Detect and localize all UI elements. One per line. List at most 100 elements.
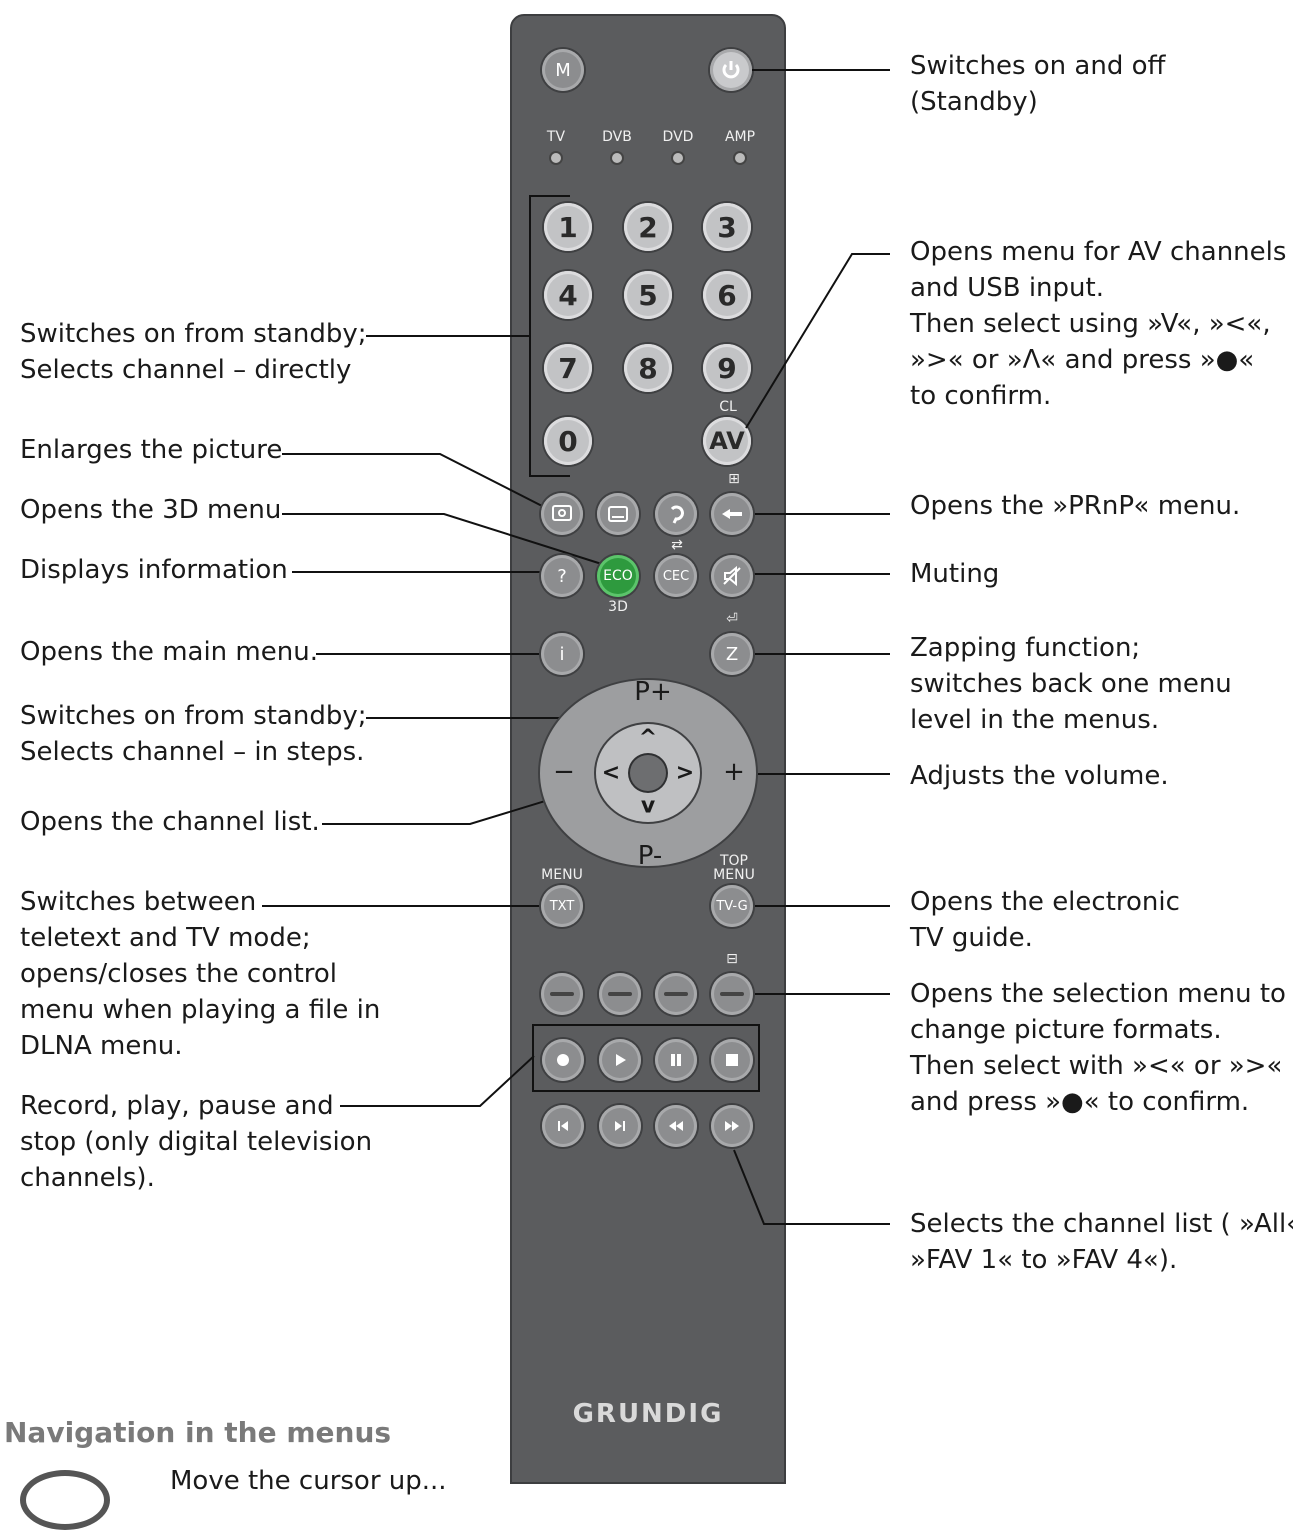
label-line: opens/closes the control: [20, 959, 338, 989]
m-button[interactable]: M: [542, 49, 584, 91]
label-line: Switches between: [20, 887, 257, 917]
label-line: TV guide.: [910, 923, 1033, 953]
pause-icon: [671, 1054, 681, 1066]
skip-back-button[interactable]: [542, 1105, 584, 1147]
channel-up-label: P+: [634, 677, 672, 707]
number-4-button[interactable]: 4: [544, 271, 592, 319]
mute-button[interactable]: [711, 555, 753, 597]
label-line: Switches on from standby;: [20, 701, 367, 731]
number-8-button[interactable]: 8: [624, 344, 672, 392]
led-amp: [735, 153, 745, 163]
eco-label: ECO: [603, 568, 633, 584]
label-line: Selects channel – in steps.: [20, 737, 365, 767]
cec-button[interactable]: CEC: [655, 555, 697, 597]
label-line: Switches on from standby;: [20, 319, 367, 349]
number-7-button[interactable]: 7: [544, 344, 592, 392]
zoom-button[interactable]: [541, 493, 583, 535]
label-zoom: Enlarges the picture: [20, 432, 282, 468]
cursor-up-icon[interactable]: ^: [638, 725, 658, 751]
label-line: Opens the electronic: [910, 887, 1180, 917]
subtitle-button[interactable]: [597, 493, 639, 535]
zap-label: Z: [725, 643, 739, 665]
zap-button[interactable]: Z: [711, 633, 753, 675]
power-button[interactable]: [710, 49, 752, 91]
dash-icon: [608, 992, 632, 996]
blue-format-button[interactable]: [711, 973, 753, 1015]
volume-up-label: +: [723, 757, 745, 787]
skip-forward-button[interactable]: [599, 1105, 641, 1147]
play-icon: [616, 1054, 626, 1066]
label-line: level in the menus.: [910, 705, 1160, 735]
led-label-tv: TV: [546, 129, 566, 145]
skip-back-icon: [558, 1121, 568, 1131]
yellow-button[interactable]: [655, 973, 697, 1015]
prnp-icon: ⊞: [728, 471, 740, 487]
label-line: to confirm.: [910, 381, 1052, 411]
label-line: stop (only digital television: [20, 1127, 373, 1157]
label-prnp: Opens the »PRnP« menu.: [910, 488, 1240, 524]
cursor-right-icon[interactable]: >: [675, 760, 695, 786]
zap-return-icon: ⏎: [726, 611, 738, 627]
label-tv-guide: Opens the electronic TV guide.: [910, 884, 1180, 956]
label-channel-list-fav: Selects the channel list ( »All«, »FAV 1…: [910, 1206, 1293, 1278]
tv-guide-button[interactable]: TV-G: [711, 885, 753, 927]
eco-3d-label: 3D: [608, 599, 628, 615]
play-button[interactable]: [599, 1039, 641, 1081]
number-5-button[interactable]: 5: [624, 271, 672, 319]
ok-button[interactable]: [630, 755, 666, 791]
rewind-button[interactable]: [655, 1105, 697, 1147]
av-button[interactable]: AV: [703, 417, 751, 465]
number-0-button[interactable]: 0: [544, 417, 592, 465]
number-2-button[interactable]: 2: [624, 203, 672, 251]
label-line: Enlarges the picture: [20, 435, 283, 465]
menu-small-label: MENU: [541, 867, 583, 883]
label-line: Then select with »<« or »>«: [910, 1051, 1283, 1081]
label-line: channels).: [20, 1163, 155, 1193]
number-6-button[interactable]: 6: [703, 271, 751, 319]
mute-icon: [723, 565, 741, 587]
label-channel-steps: Switches on from standby; Selects channe…: [20, 698, 367, 770]
brand-logo: GRUNDIG: [572, 1399, 724, 1429]
label-record-play: Record, play, pause and stop (only digit…: [20, 1088, 372, 1196]
label-line: change picture formats.: [910, 1015, 1222, 1045]
label-line: and USB input.: [910, 273, 1104, 303]
label-line: Switches on and off: [910, 51, 1166, 81]
label-line: Zapping function;: [910, 633, 1141, 663]
cursor-pad-icon: [20, 1470, 110, 1530]
cursor-down-icon[interactable]: v: [640, 793, 656, 819]
label-line: Selects the channel list ( »All«,: [910, 1209, 1293, 1239]
tvg-label: TV-G: [716, 898, 748, 914]
prnp-button[interactable]: [711, 493, 753, 535]
number-3-button[interactable]: 3: [703, 203, 751, 251]
record-button[interactable]: [542, 1039, 584, 1081]
fast-forward-button[interactable]: [711, 1105, 753, 1147]
cursor-left-icon[interactable]: <: [601, 760, 621, 786]
prnp-arrow-icon: [722, 509, 742, 519]
label-volume: Adjusts the volume.: [910, 758, 1169, 794]
dash-icon: [664, 992, 688, 996]
red-button[interactable]: [541, 973, 583, 1015]
zoom-icon: [552, 505, 572, 521]
green-button[interactable]: [599, 973, 641, 1015]
stop-button[interactable]: [711, 1039, 753, 1081]
pause-button[interactable]: [655, 1039, 697, 1081]
eco-button[interactable]: ECO: [597, 555, 639, 597]
record-icon: [557, 1054, 569, 1066]
label-line: teletext and TV mode;: [20, 923, 311, 953]
info-button[interactable]: i: [541, 633, 583, 675]
label-line: Opens menu for AV channels: [910, 237, 1287, 267]
number-1-button[interactable]: 1: [544, 203, 592, 251]
number-9-button[interactable]: 9: [703, 344, 751, 392]
label-muting: Muting: [910, 556, 999, 592]
label-3d-menu: Opens the 3D menu: [20, 492, 281, 528]
label-line: »FAV 1« to »FAV 4«).: [910, 1245, 1178, 1275]
label-line: DLNA menu.: [20, 1031, 183, 1061]
label-zapping: Zapping function; switches back one menu…: [910, 630, 1232, 738]
label-line: and press »●« to confirm.: [910, 1087, 1250, 1117]
help-button[interactable]: ?: [541, 555, 583, 597]
label-numbers: Switches on from standby; Selects channe…: [20, 316, 367, 388]
txt-button[interactable]: TXT: [541, 885, 583, 927]
audio-button[interactable]: [655, 493, 697, 535]
dash-icon: [550, 992, 574, 996]
volume-down-label: −: [553, 757, 575, 787]
